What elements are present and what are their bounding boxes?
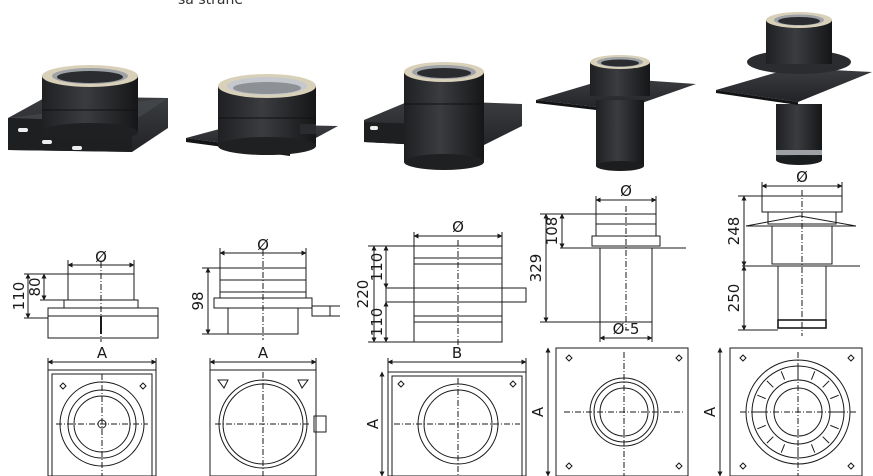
dim-height-plan-5: A [701,406,719,417]
product-render-4 [536,55,696,171]
product-render-1 [8,65,168,152]
dim-height-upper-4: 108 [543,217,561,246]
dim-height-upper-5: 248 [725,217,743,246]
dim-height-plan-4: A [529,406,547,417]
plan-view-2 [209,358,327,476]
elevation-view-2 [202,248,340,340]
product-render-2 [186,74,338,156]
elevation-view-1 [24,260,159,342]
dim-height-lower-3: 110 [368,308,386,337]
intake-slot [757,424,766,430]
dim-diameter-lower-4: Ø-5 [613,320,640,338]
intake-slot [757,394,766,400]
dim-height-total-2: 98 [189,291,207,310]
intake-slot [766,380,774,388]
dim-width-3: B [452,344,462,362]
elevation-view-4 [540,196,686,342]
dim-diameter-5: Ø [796,168,808,186]
product-render-5 [716,12,872,165]
intake-slot [810,371,816,380]
dim-height-total-4: 329 [527,254,545,283]
intake-slot [830,424,839,430]
dim-height-part-1: 80 [26,277,44,296]
dim-height-lower-5: 250 [725,284,743,313]
dim-height-plan-3: A [364,418,382,429]
dim-height-total-3: 220 [354,280,372,309]
intake-slots-pattern [754,368,842,456]
intake-slot [780,444,786,453]
product-render-3 [364,62,522,170]
dim-diameter-3: Ø [452,218,464,236]
elevation-view-3 [368,232,527,346]
dim-height-upper-3: 110 [368,253,386,282]
plan-view-1 [47,358,157,476]
elevation-view-5 [738,182,860,336]
intake-slot [822,436,830,444]
dim-diameter-2: Ø [257,236,269,254]
dim-width-1: A [97,344,108,362]
plan-view-3 [379,358,527,476]
intake-slot [780,371,786,380]
plan-view-4 [545,347,689,476]
intake-slot [810,444,816,453]
intake-slot [766,436,774,444]
dim-diameter-4: Ø [620,182,632,200]
caption-note: sa strane [178,0,243,8]
dim-diameter-1: Ø [95,248,107,266]
dim-width-2: A [258,344,269,362]
intake-slot [830,394,839,400]
intake-slot [822,380,830,388]
dim-height-total-1: 110 [10,282,28,311]
